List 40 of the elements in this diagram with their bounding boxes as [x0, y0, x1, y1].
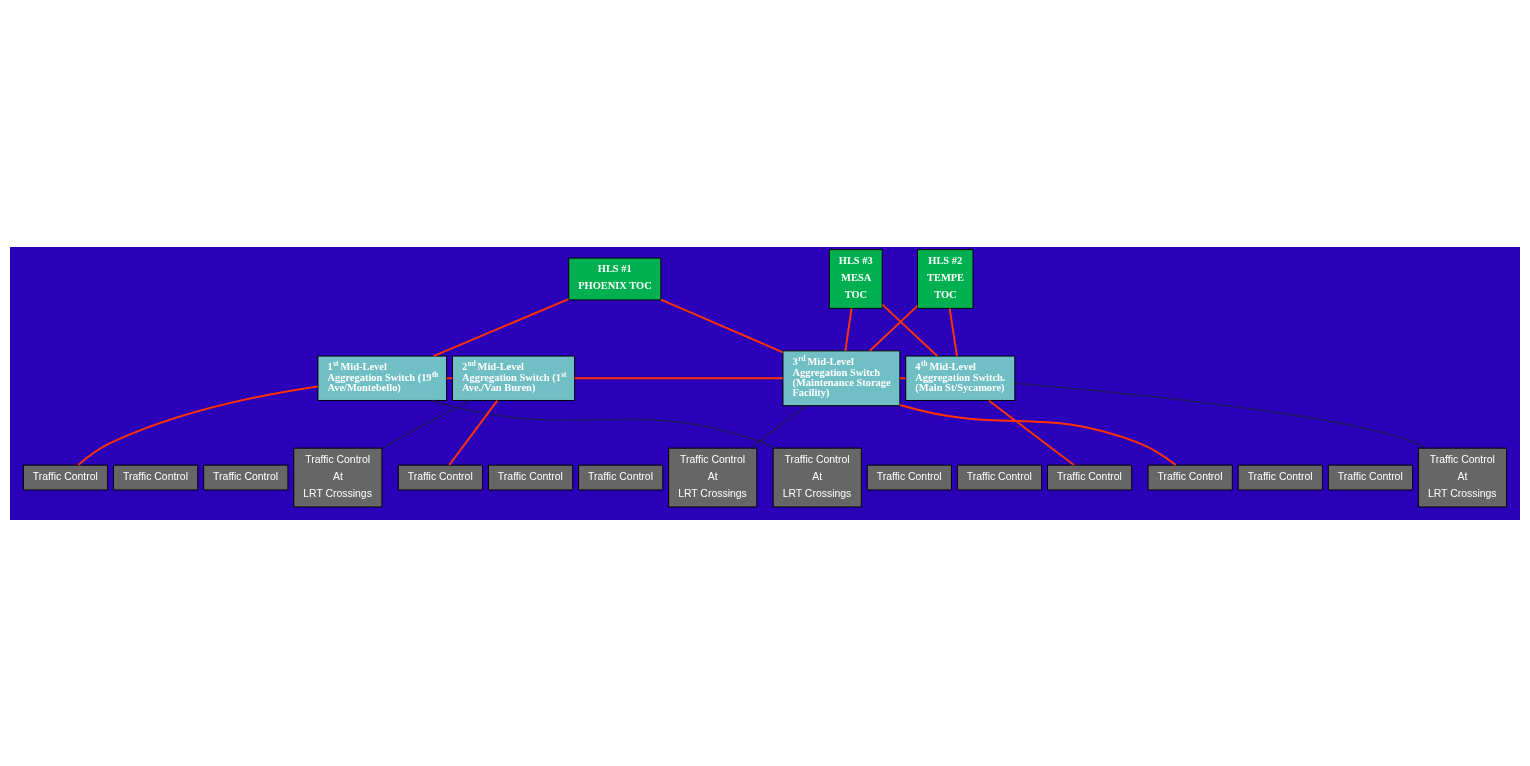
connector	[381, 399, 471, 449]
node-box: HLS #2 TEMPE TOC	[917, 248, 974, 309]
connector	[432, 297, 570, 357]
node-box: Traffic Control At LRT Crossings	[293, 447, 383, 507]
node-box: Traffic Control At LRT Crossings	[772, 447, 862, 507]
connector	[898, 403, 1177, 466]
node-box: Traffic Control	[1147, 464, 1233, 490]
node-box: HLS #1 PHOENIX TOC	[568, 257, 662, 300]
connector	[749, 404, 807, 449]
connector	[898, 376, 907, 379]
node-box: Traffic Control At LRT Crossings	[1417, 447, 1508, 507]
connector	[77, 385, 319, 466]
node-box: Traffic Control	[397, 464, 483, 490]
node-box: Traffic Control	[956, 464, 1043, 490]
connector	[948, 307, 958, 357]
connector	[881, 303, 939, 357]
node-box: Traffic Control	[113, 464, 199, 490]
node-box: 1$^{st}$ Mid-Level Aggregation Switch (19$^{th}$ Ave/Montebello)	[317, 355, 448, 401]
node-box: Traffic Control	[866, 464, 952, 490]
node-box: Traffic Control	[1237, 464, 1323, 490]
connector	[659, 298, 784, 353]
node-box: 3$^{rd}$ Mid-Level Aggregation Switch (Maintenance Storage Facility)	[782, 349, 901, 406]
node-box: Traffic Control	[22, 464, 109, 490]
node-box: Traffic Control	[203, 464, 289, 490]
node-box: Traffic Control	[487, 464, 574, 490]
node-box: 4$^{th}$ Mid-Level Aggregation Switch. (Main St/Sycamore)	[905, 355, 1016, 401]
connector	[988, 399, 1075, 466]
node-box: HLS #3 MESA TOC	[828, 248, 883, 309]
connector	[573, 376, 784, 379]
connector	[448, 399, 499, 466]
node-box: Traffic Control	[1047, 464, 1133, 490]
node-box: 2$^{nd}$ Mid-Level Aggregation Switch (1$^{st}$ Ave./Van Buren)	[452, 355, 576, 401]
node-box: Traffic Control	[1327, 464, 1414, 490]
connector	[1014, 382, 1427, 449]
connector	[431, 399, 777, 449]
connector	[445, 376, 454, 379]
connector	[868, 304, 919, 352]
connector	[844, 307, 853, 352]
node-box: Traffic Control At LRT Crossings	[668, 447, 758, 507]
node-box: Traffic Control	[578, 464, 664, 490]
